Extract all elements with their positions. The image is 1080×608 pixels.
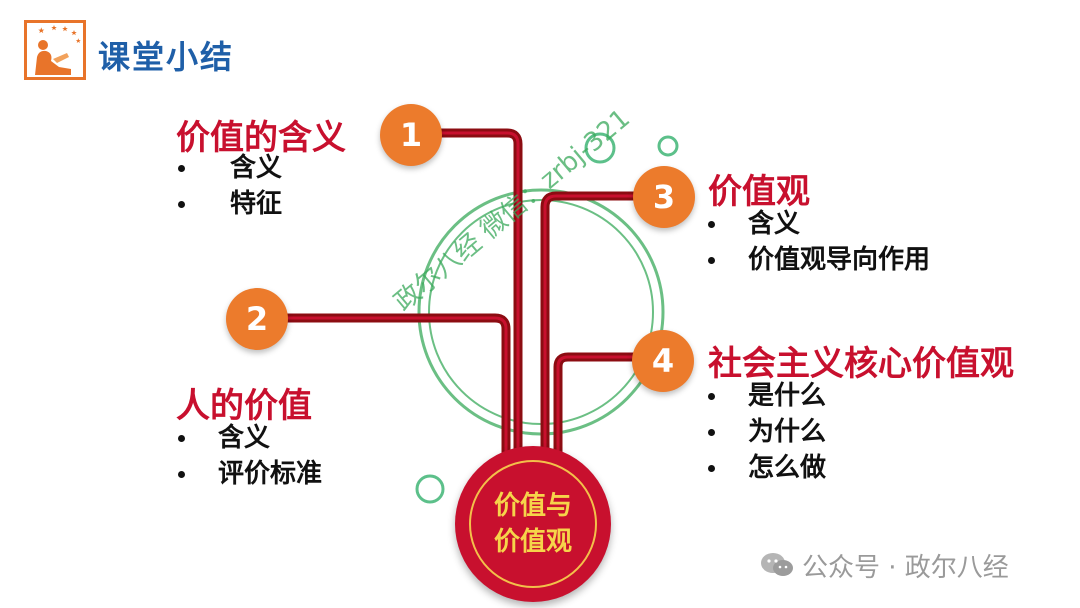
list-item: 特征 bbox=[178, 186, 282, 222]
bullet-icon bbox=[708, 429, 715, 436]
deco-bubble bbox=[657, 135, 679, 157]
list-item: 怎么做 bbox=[708, 450, 826, 486]
center-hub: 价值与 价值观 bbox=[455, 446, 611, 602]
logo bbox=[24, 20, 86, 80]
center-hub-inner: 价值与 价值观 bbox=[469, 460, 597, 588]
bullet-icon bbox=[178, 435, 185, 442]
number-badge-4: 4 bbox=[632, 330, 694, 392]
list-item: 含义 bbox=[178, 420, 322, 456]
section-4-list: 是什么 为什么 怎么做 bbox=[708, 378, 826, 486]
list-item: 评价标准 bbox=[178, 456, 322, 492]
section-1-title: 价值的含义 bbox=[176, 118, 346, 158]
section-3-title: 价值观 bbox=[708, 172, 810, 212]
list-item-label: 怎么做 bbox=[748, 453, 827, 483]
bullet-icon bbox=[708, 257, 715, 264]
list-item-label: 是什么 bbox=[748, 381, 827, 411]
list-item: 价值观导向作用 bbox=[708, 242, 930, 278]
list-item-label: 为什么 bbox=[748, 417, 827, 447]
footer-credit: 公众号 · 政尔八经 bbox=[760, 548, 1009, 583]
bullet-icon bbox=[178, 201, 185, 208]
number-badge-2: 2 bbox=[226, 288, 288, 350]
list-item: 是什么 bbox=[708, 378, 826, 414]
list-item: 含义 bbox=[178, 150, 282, 186]
connector-line-4 bbox=[553, 352, 641, 457]
footer-text: 公众号 · 政尔八经 bbox=[802, 552, 1009, 583]
center-hub-line-1: 价值与 bbox=[493, 491, 572, 521]
bullet-icon bbox=[178, 165, 185, 172]
bullet-icon bbox=[708, 465, 715, 472]
section-1-list: 含义 特征 bbox=[178, 150, 282, 222]
list-item-label: 含义 bbox=[218, 423, 271, 453]
deco-bubble bbox=[584, 132, 616, 164]
list-item: 为什么 bbox=[708, 414, 826, 450]
list-item-label: 价值观导向作用 bbox=[748, 245, 931, 275]
deco-bubble bbox=[415, 474, 445, 504]
page-title: 课堂小结 bbox=[98, 38, 235, 76]
number-badge-3: 3 bbox=[633, 166, 695, 228]
number-badge-1: 1 bbox=[380, 104, 442, 166]
bullet-icon bbox=[708, 393, 715, 400]
section-2-list: 含义 评价标准 bbox=[178, 420, 322, 492]
list-item-label: 含义 bbox=[230, 153, 283, 183]
center-hub-line-2: 价值观 bbox=[493, 527, 572, 557]
wechat-icon bbox=[761, 553, 793, 576]
reading-person-logo-icon bbox=[35, 25, 81, 75]
list-item-label: 含义 bbox=[748, 209, 801, 239]
bullet-icon bbox=[178, 471, 185, 478]
section-3-list: 含义 价值观导向作用 bbox=[708, 206, 930, 278]
list-item: 含义 bbox=[708, 206, 930, 242]
list-item-label: 特征 bbox=[230, 189, 283, 219]
section-4-title: 社会主义核心价值观 bbox=[708, 344, 1014, 384]
list-item-label: 评价标准 bbox=[218, 459, 323, 489]
section-2-title: 人的价值 bbox=[176, 386, 312, 426]
bullet-icon bbox=[708, 221, 715, 228]
